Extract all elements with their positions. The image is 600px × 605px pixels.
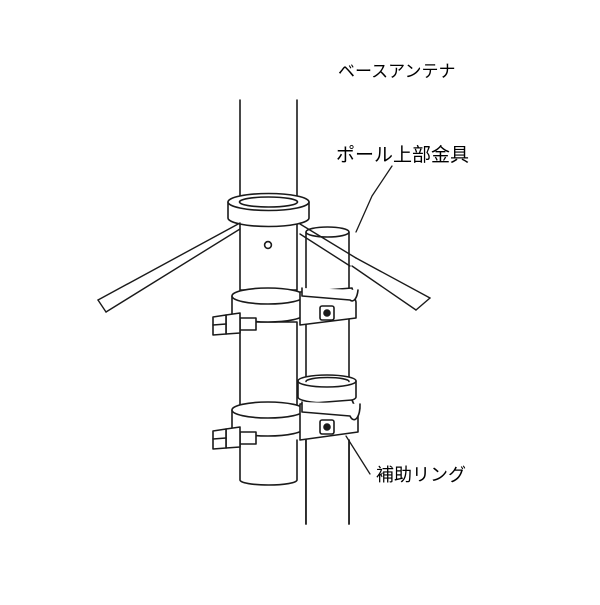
upper-clamp <box>212 287 359 336</box>
lower-clamp <box>212 399 361 450</box>
aux-ring <box>297 374 357 404</box>
guy-wires <box>97 222 431 313</box>
leader-lines <box>345 165 393 475</box>
leader-pole-top-bracket <box>355 165 393 233</box>
aux-ring-label: 補助リング <box>376 465 466 486</box>
support-pole <box>305 226 350 525</box>
base-antenna-label: ベースアンテナ <box>338 62 456 82</box>
leader-aux-ring <box>345 435 371 475</box>
pole-top-bracket <box>227 192 310 228</box>
antenna-mast <box>239 99 298 486</box>
pole-top-bracket-label: ポール上部金具 <box>336 144 470 166</box>
